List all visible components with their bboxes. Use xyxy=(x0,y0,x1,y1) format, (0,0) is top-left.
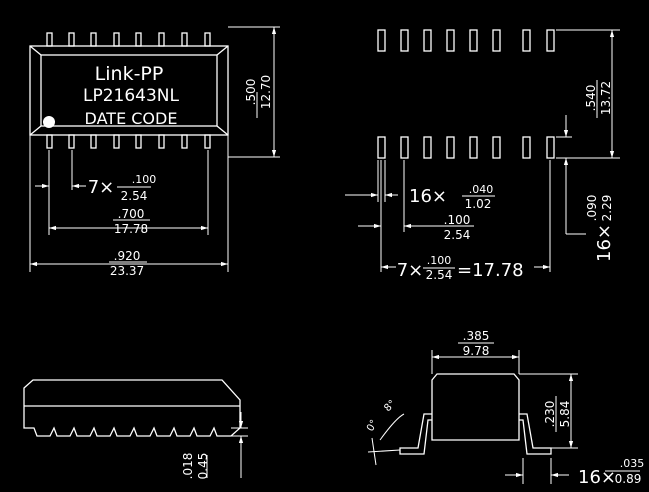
standoff-mm-label: 0.45 xyxy=(196,453,210,480)
top-view xyxy=(29,26,280,272)
body-length-inch-label: .920 xyxy=(114,249,141,263)
standoff-inch-label: .018 xyxy=(181,453,195,480)
pad-span-mm-label: 13.72 xyxy=(599,81,613,115)
end-width-mm-label: 9.78 xyxy=(463,344,490,358)
pad-pitch-inch-label: .100 xyxy=(444,213,471,227)
pad-width-mm-label: 1.02 xyxy=(465,197,492,211)
total-pitch-inch-label: .100 xyxy=(427,254,452,267)
pin1-dot xyxy=(43,116,55,128)
pad-length-inch-label: .090 xyxy=(585,195,599,222)
angle-min-label: 0° xyxy=(365,418,380,433)
pad-pitch-mm-label: 2.54 xyxy=(444,228,471,242)
height-mm-label: 12.70 xyxy=(259,75,273,109)
lead-mm-label: 0.89 xyxy=(615,472,642,486)
pitch-inch-label: .100 xyxy=(132,173,157,186)
total-pitch-mm-label: 2.54 xyxy=(426,268,453,282)
pad-length-mm-label: 2.29 xyxy=(600,195,614,222)
pitch-count-label: 7× xyxy=(88,177,115,198)
lead-count-label: 16× xyxy=(578,467,616,488)
end-view-body xyxy=(431,373,520,441)
span-inch-label: .700 xyxy=(118,207,145,221)
side-view xyxy=(23,379,248,478)
pad-length-count-label: 16× xyxy=(594,224,615,262)
top-view-body-inner xyxy=(40,54,218,127)
end-height-inch-label: .230 xyxy=(543,401,557,428)
brand-label: Link-PP xyxy=(95,63,164,85)
lead-inch-label: .035 xyxy=(620,457,645,470)
span-mm-label: 17.78 xyxy=(114,222,148,236)
top-view-upper-pins xyxy=(46,32,211,47)
height-inch-label: .500 xyxy=(244,79,258,106)
end-view-lead-right xyxy=(519,413,552,455)
body-length-mm-label: 23.37 xyxy=(110,264,144,278)
end-view-lead-left xyxy=(399,413,432,455)
top-view-lower-pins xyxy=(46,134,211,149)
side-view-body xyxy=(23,379,241,437)
pad-width-count-label: 16× xyxy=(409,186,447,207)
date-code-label: DATE CODE xyxy=(85,109,178,128)
pad-row-bottom xyxy=(377,136,555,159)
end-width-inch-label: .385 xyxy=(463,329,490,343)
end-height-mm-label: 5.84 xyxy=(558,401,572,428)
pitch-mm-label: 2.54 xyxy=(121,189,148,203)
total-span-label: =17.78 xyxy=(457,260,524,281)
end-view xyxy=(367,342,640,484)
angle-max-label: 8° xyxy=(382,398,398,414)
top-view-body xyxy=(29,45,229,136)
pad-width-inch-label: .040 xyxy=(469,183,494,196)
pad-span-inch-label: .540 xyxy=(584,85,598,112)
pad-row-top xyxy=(377,29,555,52)
total-pitch-count-label: 7× xyxy=(397,260,424,281)
part-number-label: LP21643NL xyxy=(83,86,180,106)
pad-layout xyxy=(345,29,620,272)
